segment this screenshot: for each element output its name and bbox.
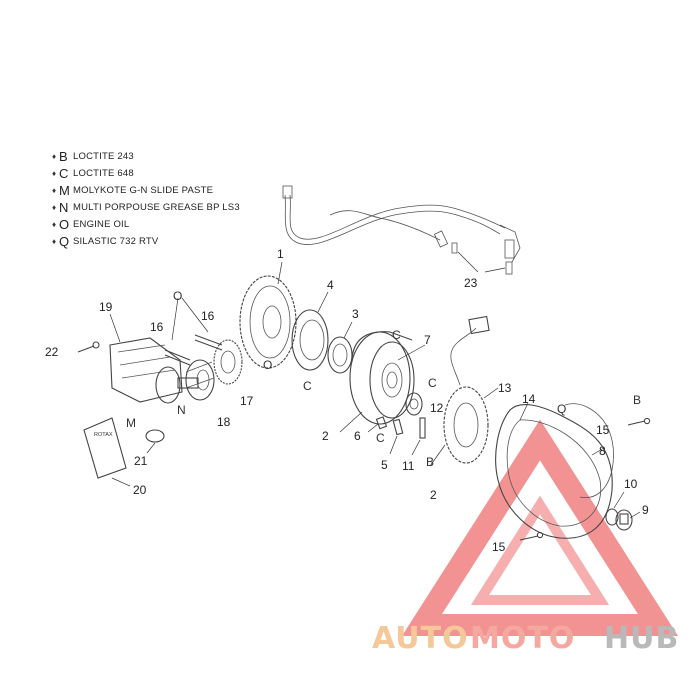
watermark-auto: AUTO [372, 621, 469, 656]
part-19-starter-motor [109, 313, 199, 404]
drop-icon: ♦ [52, 202, 57, 212]
watermark-triangle-inner [470, 495, 610, 605]
part-22-screw [77, 341, 100, 353]
part-20-booklet: ROTAX [83, 417, 131, 487]
callout-10: 10 [624, 477, 638, 491]
booklet-label: ROTAX [94, 432, 113, 438]
callout-4: 4 [327, 278, 334, 292]
drop-icon: ♦ [52, 219, 57, 229]
part-4-washer [291, 291, 329, 371]
symbol-c-rotor: C [392, 328, 401, 342]
legend-text: SILASTIC 732 RTV [73, 235, 159, 247]
callout-15-lower: 15 [492, 540, 506, 554]
part-18-idler-gear [185, 359, 215, 401]
callout-2: 2 [322, 429, 329, 443]
legend-code: Q [59, 233, 70, 249]
callout-2-stator: 2 [430, 488, 437, 502]
callout-5: 5 [381, 458, 388, 472]
symbol-c-bushing: C [428, 376, 437, 390]
callout-3: 3 [352, 307, 359, 321]
legend-text: MOLYKOTE G-N SLIDE PASTE [73, 184, 214, 196]
watermark-triangle-outer [401, 419, 679, 636]
callout-8: 8 [599, 444, 606, 458]
part-11-bolt [411, 417, 426, 456]
symbol-m-starter: M [126, 416, 136, 430]
legend-code: B [59, 148, 68, 164]
callout-22: 22 [45, 345, 59, 359]
legend-item-o: ♦ O ENGINE OIL [52, 216, 129, 232]
drop-icon: ♦ [52, 151, 57, 161]
callout-23: 23 [464, 276, 478, 290]
watermark-hub: HUB [604, 621, 679, 656]
callout-20: 20 [133, 483, 147, 497]
leader-21 [146, 442, 156, 454]
callout-21: 21 [134, 454, 148, 468]
callout-19: 19 [99, 300, 113, 314]
callout-1: 1 [277, 247, 284, 261]
part-10-o-ring [605, 491, 625, 526]
symbol-q-cover: Q [557, 402, 566, 416]
symbol-n-starter: N [177, 403, 186, 417]
symbol-c-screw: C [376, 431, 385, 445]
callout-17: 17 [240, 394, 254, 408]
legend-item-m: ♦ M MOLYKOTE G-N SLIDE PASTE [52, 182, 213, 198]
part-23-hv-leads [282, 185, 521, 275]
part-8-gasket [564, 403, 614, 499]
watermark-moto: MOTO [470, 621, 575, 656]
drop-icon: ♦ [52, 185, 57, 195]
callout-16-right: 16 [201, 309, 215, 323]
symbol-c-washer: C [303, 379, 312, 393]
legend-code: O [59, 216, 70, 232]
legend-item-b: ♦ B LOCTITE 243 [52, 148, 134, 164]
part-13-stator [429, 315, 499, 467]
callout-18: 18 [217, 415, 231, 429]
watermark-text: AUTO MOTO HUB [372, 621, 679, 656]
legend-text: ENGINE OIL [73, 218, 130, 230]
legend-text: LOCTITE 648 [73, 167, 134, 179]
drop-icon: ♦ [52, 168, 57, 178]
legend-item-n: ♦ N MULTI PORPOUSE GREASE BP LS3 [52, 199, 240, 215]
part-5-screw [389, 418, 404, 455]
part-2-flywheel-rotor [339, 331, 426, 433]
part-17-gear [213, 339, 243, 385]
callout-6: 6 [354, 429, 361, 443]
legend-code: C [59, 165, 69, 181]
part-15-screws [519, 417, 651, 541]
part-14-cover [495, 402, 613, 539]
callout-9: 9 [642, 503, 649, 517]
callout-11: 11 [402, 459, 415, 473]
part-12-bushing [405, 392, 423, 416]
callout-14: 14 [522, 392, 536, 406]
symbol-o-gear: O [263, 358, 272, 372]
legend-text: LOCTITE 243 [73, 150, 134, 162]
callout-7: 7 [424, 333, 431, 347]
callout-15-upper: 15 [596, 423, 610, 437]
legend-item-q: ♦ Q SILASTIC 732 RTV [52, 233, 158, 249]
legend-code: N [59, 199, 69, 215]
legend-item-c: ♦ C LOCTITE 648 [52, 165, 134, 181]
callout-12: 12 [430, 401, 444, 415]
part-9-plug [615, 509, 641, 531]
symbol-o-pins: O [173, 289, 182, 303]
part-21-o-ring [145, 429, 165, 443]
watermark-logo [401, 419, 679, 636]
callout-13: 13 [498, 381, 512, 395]
part-6-screws [367, 416, 388, 433]
symbol-b-bolt: B [426, 455, 434, 469]
symbol-b-cover-screw: B [633, 393, 641, 407]
part-1-freewheel-gear [239, 261, 297, 369]
part-3-bearing [327, 321, 353, 374]
drop-icon: ♦ [52, 236, 57, 246]
legend-code: M [59, 182, 70, 198]
legend-text: MULTI PORPOUSE GREASE BP LS3 [73, 201, 240, 213]
callout-16-left: 16 [150, 320, 164, 334]
